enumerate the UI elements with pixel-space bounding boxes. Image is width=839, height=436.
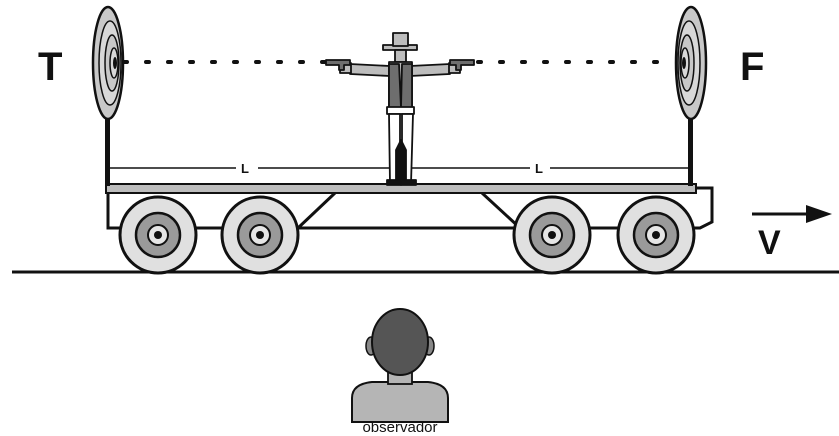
- right-pistol: [449, 59, 475, 71]
- observer-head: [371, 308, 429, 376]
- observer-shoulders: [351, 381, 449, 423]
- hat-crown: [392, 32, 409, 47]
- right-length-label: L: [535, 161, 543, 176]
- right-target: [674, 5, 708, 186]
- left-target: [91, 5, 125, 186]
- left-pistol: [325, 59, 351, 71]
- arrow-head-icon: [806, 205, 832, 223]
- observer-label: observador: [362, 419, 437, 436]
- belt: [386, 106, 415, 115]
- left-length-label: L: [241, 161, 249, 176]
- left-arm: [349, 63, 391, 77]
- wheels: [118, 195, 696, 275]
- flatcar-brace-left: [296, 191, 337, 230]
- observer: observador: [351, 308, 449, 436]
- flatcar-frame: [106, 186, 714, 230]
- flatcar-brace-right: [480, 191, 522, 230]
- left-target-post: [105, 118, 110, 186]
- velocity-label: V: [758, 224, 781, 262]
- right-target-post: [688, 118, 693, 186]
- length-markers: L L: [110, 161, 690, 176]
- wheel: [512, 195, 592, 275]
- wheel: [118, 195, 198, 275]
- gunman-figure: [325, 32, 475, 186]
- wheel: [220, 195, 300, 275]
- right-arm: [409, 63, 451, 77]
- wheel: [616, 195, 696, 275]
- left-target-label: T: [38, 45, 62, 89]
- right-target-label: F: [740, 45, 764, 89]
- velocity-arrow: V: [752, 205, 832, 262]
